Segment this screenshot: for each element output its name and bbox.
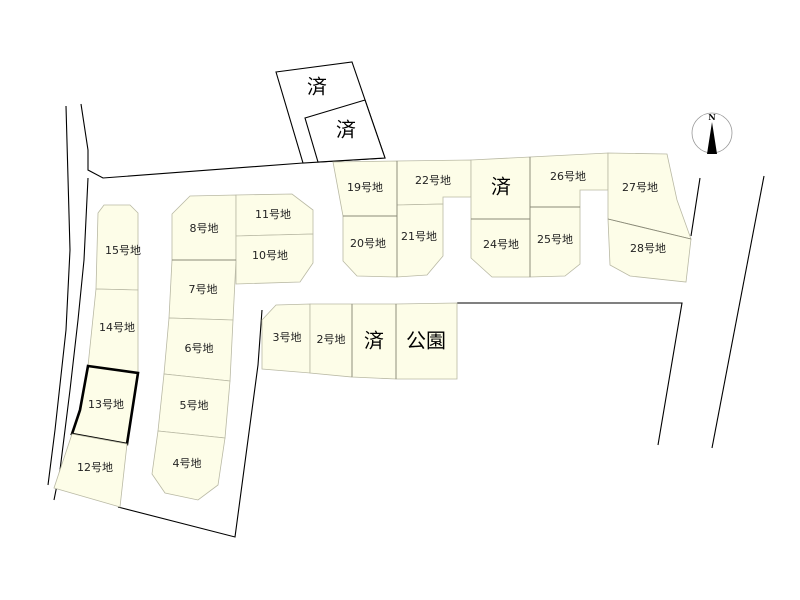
lot-27[interactable] — [607, 152, 692, 240]
lot-12[interactable] — [53, 433, 128, 508]
lot-2-label: 2号地 — [317, 333, 346, 346]
lot-20-label: 20号地 — [350, 237, 386, 250]
road-lines — [47, 103, 765, 538]
lot-5-label: 5号地 — [180, 399, 209, 412]
lot-3-label: 3号地 — [273, 331, 302, 344]
lot-19-label: 19号地 — [347, 181, 383, 194]
lot-11[interactable] — [235, 193, 314, 237]
sold-mark-top-1: 済 — [307, 75, 327, 99]
sold-mark-upper: 済 — [491, 175, 511, 199]
lot-26-label: 26号地 — [550, 170, 586, 183]
lot-24-label: 24号地 — [483, 238, 519, 251]
lot-12-label: 12号地 — [77, 461, 113, 474]
lot-27-label: 27号地 — [622, 181, 658, 194]
lot-22-label: 22号地 — [415, 174, 451, 187]
sold-parcels-top — [275, 61, 386, 164]
north-compass-icon: N — [691, 112, 733, 154]
lot-25-label: 25号地 — [537, 233, 573, 246]
lot-10[interactable] — [235, 233, 314, 285]
svg-text:N: N — [708, 112, 715, 122]
lot-4[interactable] — [151, 430, 226, 501]
sold-mark-middle: 済 — [364, 329, 384, 353]
lot-10-label: 10号地 — [252, 249, 288, 262]
lot-4-label: 4号地 — [173, 457, 202, 470]
lot-28-label: 28号地 — [630, 242, 666, 255]
lot-7-label: 7号地 — [189, 283, 218, 296]
lot-division-lines — [172, 157, 692, 379]
lot-14-label: 14号地 — [99, 321, 135, 334]
sold-mark-top-2: 済 — [336, 118, 356, 142]
lot-15-label: 15号地 — [105, 244, 141, 257]
park-label: 公園 — [406, 329, 446, 353]
lot-6-label: 6号地 — [185, 342, 214, 355]
lot-21-label: 21号地 — [401, 230, 437, 243]
lot-13-label: 13号地 — [88, 398, 124, 411]
lot-8-label: 8号地 — [190, 222, 219, 235]
lot-11-label: 11号地 — [255, 208, 291, 221]
